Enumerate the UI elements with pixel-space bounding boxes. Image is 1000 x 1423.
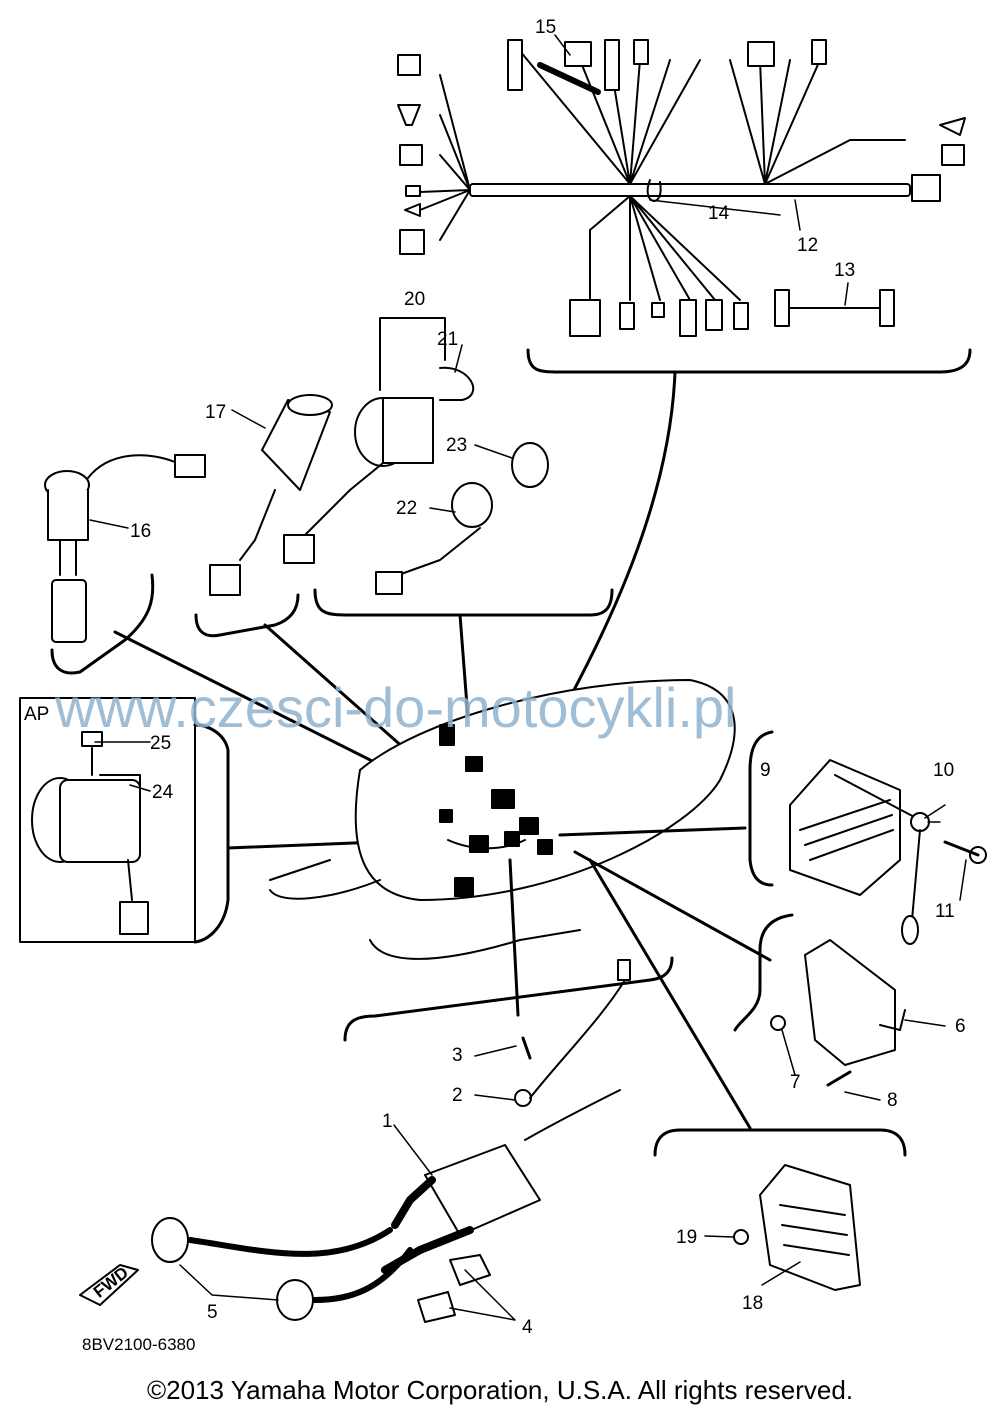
callout-22: 22 (396, 498, 417, 519)
callout-8: 8 (887, 1090, 898, 1111)
frame-body (269, 679, 736, 960)
callout-1: 1 (382, 1111, 393, 1132)
callout-23: 23 (446, 435, 467, 456)
callout-14: 14 (708, 203, 730, 224)
callout-20: 20 (404, 289, 425, 310)
diagram-code: 8BV2100-6380 (82, 1335, 195, 1354)
sensor-16 (44, 454, 432, 792)
callout-5: 5 (207, 1302, 218, 1323)
callout-9: 9 (760, 760, 771, 781)
wire-harness (397, 39, 972, 812)
copyright-notice: ©2013 Yamaha Motor Corporation, U.S.A. A… (146, 1375, 854, 1405)
callout-11: 11 (935, 901, 955, 922)
callout-17: 17 (205, 402, 226, 423)
callout-25: 25 (150, 733, 171, 754)
callout-19: 19 (676, 1227, 697, 1248)
callout-18: 18 (742, 1293, 763, 1314)
callout-16: 16 (130, 521, 151, 542)
callout-10: 10 (933, 760, 954, 781)
callout-2: 2 (452, 1085, 463, 1106)
callout-7: 7 (790, 1072, 801, 1093)
callout-15: 15 (535, 17, 556, 38)
callout-13: 13 (834, 260, 855, 281)
rectifier-9 (558, 730, 987, 945)
watermark: www.czesci-do-motocykli.pl (54, 676, 737, 739)
relay-6 (573, 850, 906, 1087)
ignition-coil-group (79, 858, 674, 1323)
callout-3: 3 (452, 1045, 463, 1066)
inset-label: AP (24, 704, 49, 725)
condenser-17 (194, 394, 442, 782)
callout-24: 24 (152, 782, 174, 803)
callout-12: 12 (797, 235, 818, 256)
callout-21: 21 (437, 329, 458, 350)
callout-4: 4 (522, 1317, 533, 1338)
inset-ap (19, 697, 432, 944)
main-switch-group (283, 317, 614, 747)
ignitor-18 (588, 858, 907, 1291)
leader-lines (89, 34, 967, 1321)
callout-6: 6 (955, 1016, 966, 1037)
